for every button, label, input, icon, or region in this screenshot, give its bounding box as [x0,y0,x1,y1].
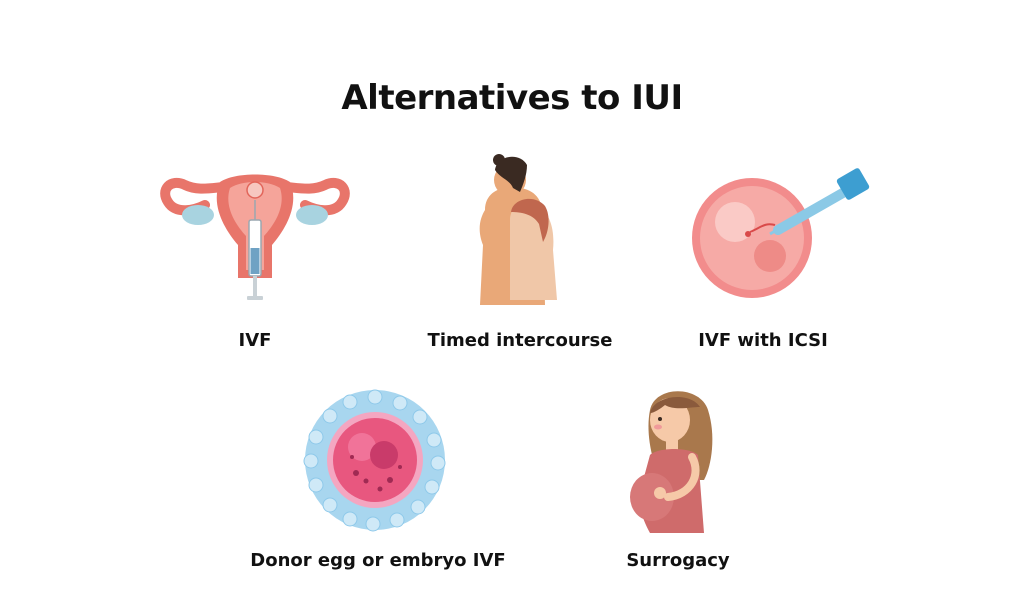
pregnant-woman-icon [630,391,713,533]
item-label: Donor egg or embryo IVF [250,550,506,571]
item-label: Surrogacy [626,550,730,571]
page-title: Alternatives to IUI [341,78,683,118]
hugging-couple-icon [479,154,557,305]
item-label: Timed intercourse [427,330,613,351]
item-label: IVF [238,330,272,351]
uterus-syringe-icon [160,174,350,300]
egg-injection-icon [692,168,870,298]
egg-cell-icon [303,389,446,532]
item-label: IVF with ICSI [698,330,828,351]
